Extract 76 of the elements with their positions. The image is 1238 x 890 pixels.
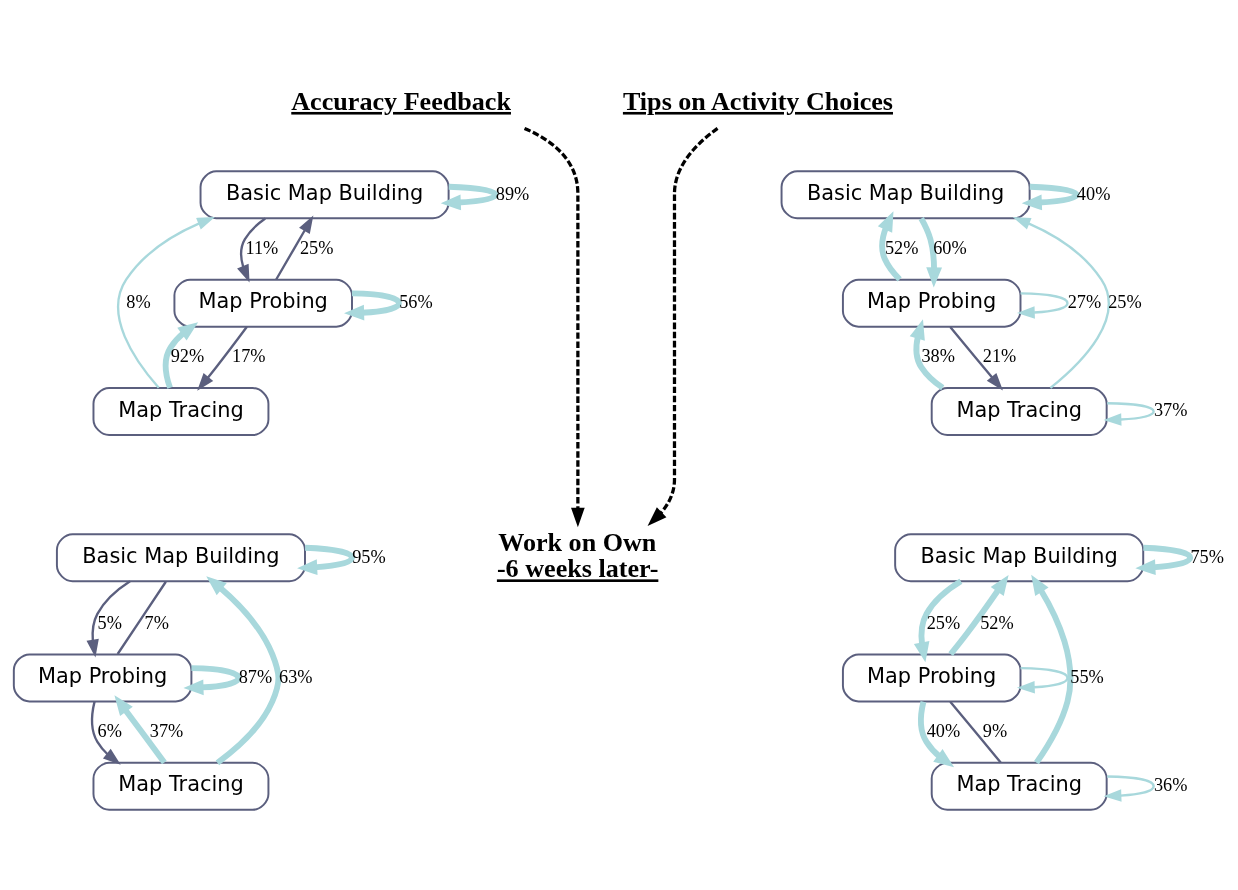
edge-label: 52%	[884, 237, 919, 258]
edge-label: 75%	[1190, 546, 1224, 567]
node-text: Work on Own -6 weeks later-	[496, 527, 659, 583]
node-box: Basic Map Building	[199, 169, 450, 219]
arrow	[918, 216, 943, 287]
node-box: Map Probing	[841, 278, 1022, 328]
node-box: Map Tracing	[930, 386, 1108, 436]
arrow	[1103, 401, 1155, 426]
edge-label: 52%	[980, 612, 1014, 633]
node-box: Map Tracing	[92, 386, 270, 436]
edge-label: 89%	[495, 183, 530, 204]
node-box: Map Probing	[173, 278, 353, 328]
node-text: Accuracy Feedback	[291, 86, 511, 116]
arrow	[913, 578, 963, 662]
node-box: Map Probing	[841, 652, 1022, 702]
arrow	[197, 325, 248, 391]
arrow	[86, 579, 131, 657]
arrow	[1016, 666, 1069, 693]
arrow	[90, 700, 121, 765]
edge-label: 9%	[982, 720, 1008, 741]
node-text: Tips on Activity Choices	[622, 86, 893, 116]
arrow	[440, 183, 499, 210]
edge-label: 36%	[1153, 774, 1188, 795]
connector	[949, 700, 1002, 763]
arrow	[206, 575, 282, 765]
edge-label: 37%	[149, 720, 184, 741]
edge-label: 21%	[982, 345, 1017, 366]
arrow	[1103, 774, 1155, 802]
arrow	[237, 216, 266, 283]
node-box: Map Tracing	[92, 761, 270, 811]
edge-label: 27%	[1067, 291, 1102, 312]
arrow	[116, 216, 215, 388]
node-box: Basic Map Building	[894, 532, 1145, 582]
edge-label: 56%	[399, 291, 433, 312]
node-box: Basic Map Building	[780, 169, 1031, 219]
arrow	[948, 574, 1009, 656]
arrow	[909, 318, 945, 390]
edge-label: 25%	[926, 612, 961, 633]
edge-label: 6%	[97, 720, 122, 741]
edge-label: 40%	[926, 720, 961, 741]
node-box: Map Probing	[12, 652, 193, 702]
arrow	[647, 126, 719, 526]
arrow	[183, 664, 242, 695]
arrow	[297, 544, 355, 575]
edge-label: 87%	[238, 666, 273, 687]
arrow	[275, 214, 314, 280]
edge-label: 37%	[1153, 399, 1188, 420]
arrow	[918, 700, 955, 767]
arrow	[523, 126, 585, 527]
edge-label: 17%	[232, 345, 266, 366]
edge-label: 63%	[279, 666, 313, 687]
edge-label: 25%	[300, 237, 334, 258]
node-box: Basic Map Building	[55, 532, 306, 582]
arrow	[344, 290, 402, 321]
node-box: Map Tracing	[930, 761, 1108, 811]
arrow	[877, 210, 902, 281]
arrow	[1016, 291, 1069, 319]
arrow	[162, 321, 199, 389]
connector	[116, 580, 167, 655]
arrow	[1021, 183, 1080, 210]
edge-label: 5%	[97, 612, 122, 633]
arrow	[1012, 216, 1110, 389]
edge-label: 11%	[245, 237, 279, 258]
edge-label: 8%	[126, 291, 151, 312]
edge-label: 38%	[921, 345, 955, 366]
edge-label: 25%	[1108, 291, 1142, 312]
edge-label: 7%	[144, 612, 169, 633]
arrow	[1031, 574, 1074, 764]
edge-label: 92%	[170, 345, 205, 366]
arrow	[114, 694, 167, 764]
edge-label: 55%	[1070, 666, 1104, 687]
edge-label: 95%	[352, 546, 386, 567]
arrow	[1135, 544, 1194, 575]
arrow	[949, 325, 1003, 391]
edge-label: 40%	[1076, 183, 1111, 204]
edge-label: 60%	[933, 237, 967, 258]
